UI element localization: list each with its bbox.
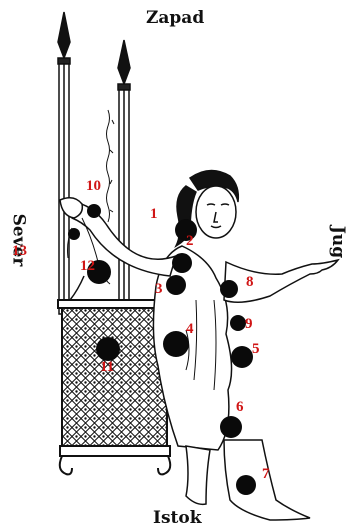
point-number-9: 9 <box>245 316 253 333</box>
point-number-8: 8 <box>246 274 254 291</box>
point-number-10: 10 <box>86 178 101 195</box>
marker-3 <box>166 275 186 295</box>
point-number-12: 12 <box>80 258 95 275</box>
marker-2 <box>172 253 192 273</box>
marker-10 <box>87 204 101 218</box>
point-number-5: 5 <box>252 341 260 358</box>
marker-13 <box>68 228 80 240</box>
direction-label-top: Zapad <box>146 8 204 28</box>
point-number-4: 4 <box>186 321 194 338</box>
point-number-6: 6 <box>236 399 244 416</box>
point-number-1: 1 <box>150 206 158 223</box>
marker-8 <box>220 280 238 298</box>
point-number-2: 2 <box>186 233 194 250</box>
point-number-11: 11 <box>100 359 114 376</box>
point-number-7: 7 <box>262 466 270 483</box>
marker-11 <box>96 337 120 361</box>
point-number-3: 3 <box>155 281 163 298</box>
direction-label-right: Jug <box>328 226 348 258</box>
point-number-13: 13 <box>12 243 27 260</box>
marker-5 <box>231 346 253 368</box>
pole-script <box>107 110 115 222</box>
marker-9 <box>230 315 246 331</box>
marker-7 <box>236 475 256 495</box>
direction-label-bottom: Istok <box>153 508 202 528</box>
marker-6 <box>220 416 242 438</box>
left-spear <box>58 12 70 314</box>
right-spear <box>118 40 130 310</box>
